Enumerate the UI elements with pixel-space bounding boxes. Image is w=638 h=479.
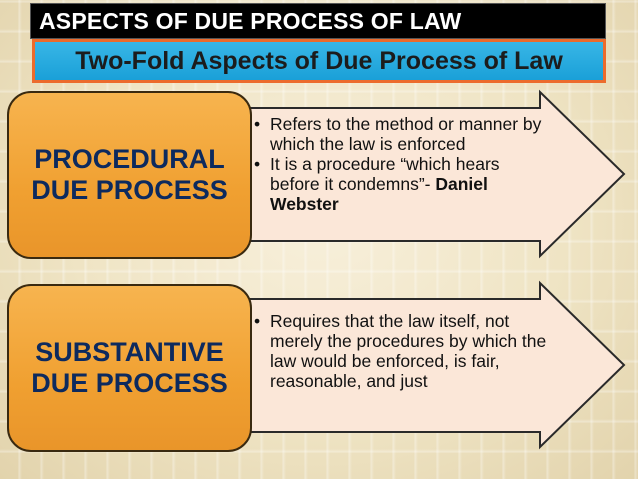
substantive-bullets: • Requires that the law itself, not mere… xyxy=(254,311,554,391)
arrow-procedural xyxy=(231,89,626,259)
list-item: • Refers to the method or manner by whic… xyxy=(254,114,554,154)
bullet-marker: • xyxy=(254,114,261,134)
title-bar: ASPECTS OF DUE PROCESS OF LAW xyxy=(30,3,606,39)
list-item: • It is a procedure “which hears before … xyxy=(254,154,554,214)
substantive-heading-line1: SUBSTANTIVE xyxy=(35,337,224,367)
subtitle-bar: Two-Fold Aspects of Due Process of Law xyxy=(32,39,606,83)
bullet-text-main: It is a procedure “which hears before it… xyxy=(270,154,500,194)
bullet-text: Refers to the method or manner by which … xyxy=(270,114,542,154)
bullet-marker: • xyxy=(254,154,261,174)
page-subtitle: Two-Fold Aspects of Due Process of Law xyxy=(75,46,563,75)
page-title: ASPECTS OF DUE PROCESS OF LAW xyxy=(39,7,462,34)
bullet-marker: • xyxy=(254,311,261,331)
procedural-heading-line1: PROCEDURAL xyxy=(34,144,225,174)
subtitle-panel: Two-Fold Aspects of Due Process of Law xyxy=(35,42,603,80)
substantive-heading-line2: DUE PROCESS xyxy=(31,368,228,398)
procedural-heading-line2: DUE PROCESS xyxy=(31,175,228,205)
bullet-text: It is a procedure “which hears before it… xyxy=(270,154,554,214)
procedural-bullets: • Refers to the method or manner by whic… xyxy=(254,114,554,214)
procedural-box: PROCEDURAL DUE PROCESS xyxy=(7,91,252,259)
arrow-substantive xyxy=(231,280,626,450)
bullet-text: Requires that the law itself, not merely… xyxy=(270,311,547,391)
substantive-box: SUBSTANTIVE DUE PROCESS xyxy=(7,284,252,452)
list-item: • Requires that the law itself, not mere… xyxy=(254,311,554,391)
bullet-author: Daniel Webster xyxy=(270,174,488,214)
